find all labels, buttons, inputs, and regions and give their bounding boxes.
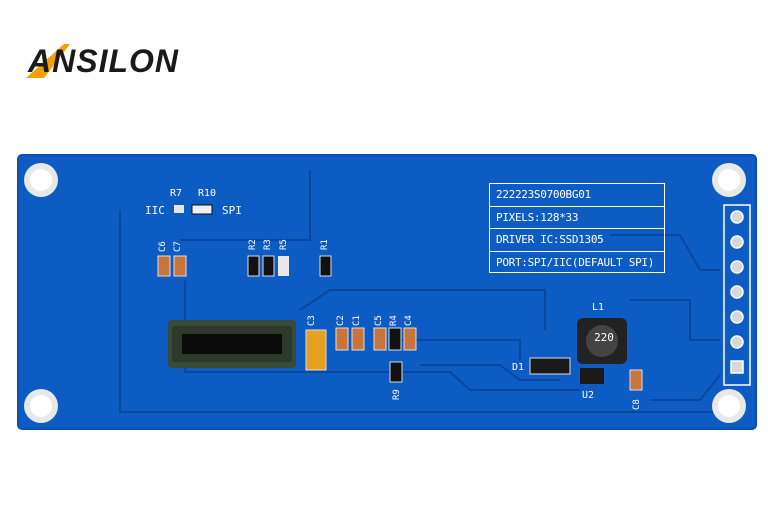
r10-label: R10 xyxy=(198,188,217,199)
mounting-holes xyxy=(24,163,746,423)
c6-label: C6 xyxy=(158,241,168,252)
port-row: PORT:SPI/IIC(DEFAULT SPI) xyxy=(496,255,655,269)
u2-label: U2 xyxy=(582,390,595,401)
r5-label: R5 xyxy=(279,239,289,250)
brand-logo: ANSILON xyxy=(24,38,224,82)
r7-label: R7 xyxy=(170,188,183,199)
c4-label: C4 xyxy=(404,315,414,326)
brand-logo-text: ANSILON xyxy=(27,43,179,79)
driver-row: DRIVER IC:SSD1305 xyxy=(490,229,664,252)
smd-components xyxy=(157,204,643,391)
c5-label: C5 xyxy=(374,315,384,326)
c7-label: C7 xyxy=(173,241,183,252)
c1-label: C1 xyxy=(352,315,362,326)
d1-label: D1 xyxy=(512,362,525,373)
l1-label: L1 xyxy=(592,302,605,313)
spi-label: SPI xyxy=(222,204,242,217)
c8-label: C8 xyxy=(632,399,642,410)
r9-label: R9 xyxy=(392,389,402,400)
c2-label: C2 xyxy=(336,315,346,326)
pixels-row: PIXELS:128*33 xyxy=(490,207,664,229)
inductor-value-label: 220 xyxy=(594,331,614,344)
ansilon-logo-graphic: ANSILON xyxy=(26,43,179,79)
fpc-connector xyxy=(168,320,296,368)
iic-label: IIC xyxy=(145,204,165,217)
header-pins xyxy=(723,204,751,386)
module-info-table: 222223S0700BG01 PIXELS:128*33 DRIVER IC:… xyxy=(489,183,665,273)
part-number-row: 222223S0700BG01 xyxy=(490,184,664,207)
c3-label: C3 xyxy=(307,315,317,326)
r2-label: R2 xyxy=(248,239,258,250)
r1-label: R1 xyxy=(320,239,330,250)
r4-label: R4 xyxy=(389,315,399,326)
r3-label: R3 xyxy=(263,239,273,250)
